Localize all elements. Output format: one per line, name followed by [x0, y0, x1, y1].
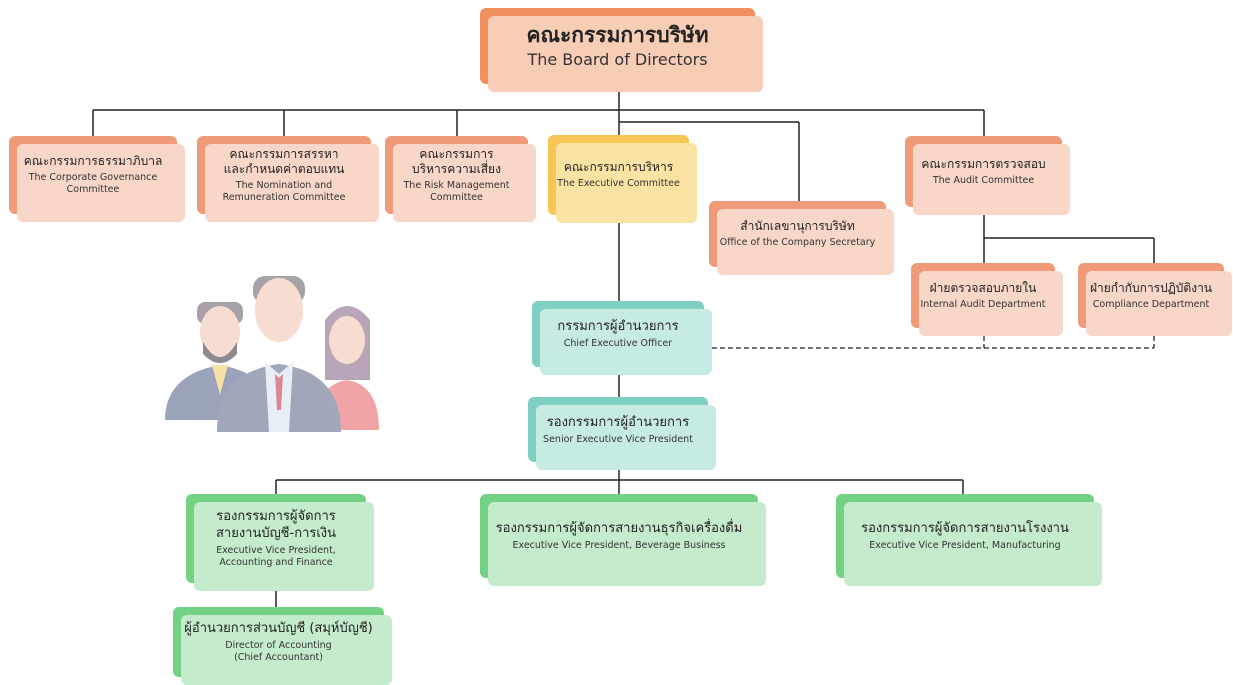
director-of-accounting-box: ผู้อำนวยการส่วนบัญชี (สมุห์บัญชี) Direct…: [173, 607, 392, 685]
internal-audit-department-box: ฝ่ายตรวจสอบภายใน Internal Audit Departme…: [911, 263, 1063, 336]
ceo-th-label: กรรมการผู้อำนวยการ: [557, 319, 679, 334]
executive-th-label: คณะกรรมการบริหาร: [563, 160, 674, 174]
evp-manufacturing-box: รองกรรมการผู้จัดการสายงานโรงงาน Executiv…: [836, 494, 1102, 586]
evp-finance-en-label: Executive Vice President, Accounting and…: [216, 545, 336, 568]
nomination-remuneration-committee-box: คณะกรรมการสรรหา และกำหนดค่าตอบแทน The No…: [197, 136, 379, 222]
secretary-th-label: สำนักเลขานุการบริษัท: [740, 219, 855, 233]
nomination-th-label: คณะกรรมการสรรหา และกำหนดค่าตอบแทน: [223, 146, 345, 176]
compliance-department-box: ฝ่ายกำกับการปฏิบัติงาน Compliance Depart…: [1078, 263, 1232, 336]
sevp-en-label: Senior Executive Vice President: [543, 433, 693, 445]
senior-executive-vice-president-box: รองกรรมการผู้อำนวยการ Senior Executive V…: [528, 397, 716, 470]
risk-management-committee-box: คณะกรรมการ บริหารความเสี่ยง The Risk Man…: [385, 136, 536, 222]
audit-committee-box: คณะกรรมการตรวจสอบ The Audit Committee: [905, 136, 1070, 215]
people-group-icon: [165, 270, 395, 435]
sevp-th-label: รองกรรมการผู้อำนวยการ: [546, 414, 690, 430]
internal-audit-en-label: Internal Audit Department: [920, 298, 1046, 310]
audit-en-label: The Audit Committee: [932, 174, 1035, 186]
secretary-en-label: Office of the Company Secretary: [719, 237, 876, 248]
ceo-en-label: Chief Executive Officer: [563, 338, 673, 349]
evp-accounting-finance-box: รองกรรมการผู้จัดการ สายงานบัญชี-การเงิน …: [186, 494, 374, 591]
evp-manufacturing-en-label: Executive Vice President, Manufacturing: [869, 540, 1061, 551]
executive-committee-box: คณะกรรมการบริหาร The Executive Committee: [548, 135, 697, 223]
evp-beverage-en-label: Executive Vice President, Beverage Busin…: [512, 540, 726, 551]
board-th-label: คณะกรรมการบริษัท: [526, 23, 709, 47]
board-en-label: The Board of Directors: [527, 50, 708, 69]
executive-en-label: The Executive Committee: [557, 178, 680, 189]
risk-th-label: คณะกรรมการ บริหารความเสี่ยง: [412, 146, 501, 176]
corporate-governance-committee-box: คณะกรรมการธรรมาภิบาล The Corporate Gover…: [9, 136, 185, 222]
board-of-directors-box: คณะกรรมการบริษัท The Board of Directors: [480, 8, 763, 92]
evp-beverage-th-label: รองกรรมการผู้จัดการสายงานธุรกิจเครื่องดื…: [495, 521, 743, 536]
internal-audit-th-label: ฝ่ายตรวจสอบภายใน: [929, 280, 1037, 295]
evp-beverage-business-box: รองกรรมการผู้จัดการสายงานธุรกิจเครื่องดื…: [480, 494, 766, 586]
accounting-director-th-label: ผู้อำนวยการส่วนบัญชี (สมุห์บัญชี): [184, 621, 373, 636]
compliance-th-label: ฝ่ายกำกับการปฏิบัติงาน: [1089, 280, 1213, 295]
risk-en-label: The Risk Management Committee: [403, 179, 510, 203]
governance-th-label: คณะกรรมการธรรมาภิบาล: [23, 154, 163, 168]
governance-en-label: The Corporate Governance Committee: [28, 172, 158, 195]
nomination-en-label: The Nomination and Remuneration Committe…: [222, 179, 346, 203]
accounting-director-en-label: Director of Accounting (Chief Accountant…: [225, 640, 332, 663]
company-secretary-box: สำนักเลขานุการบริษัท Office of the Compa…: [709, 201, 894, 275]
chief-executive-officer-box: กรรมการผู้อำนวยการ Chief Executive Offic…: [532, 301, 712, 375]
audit-th-label: คณะกรรมการตรวจสอบ: [921, 156, 1046, 171]
evp-manufacturing-th-label: รองกรรมการผู้จัดการสายงานโรงงาน: [861, 521, 1069, 536]
compliance-en-label: Compliance Department: [1092, 298, 1210, 310]
evp-finance-th-label: รองกรรมการผู้จัดการ สายงานบัญชี-การเงิน: [215, 509, 337, 541]
